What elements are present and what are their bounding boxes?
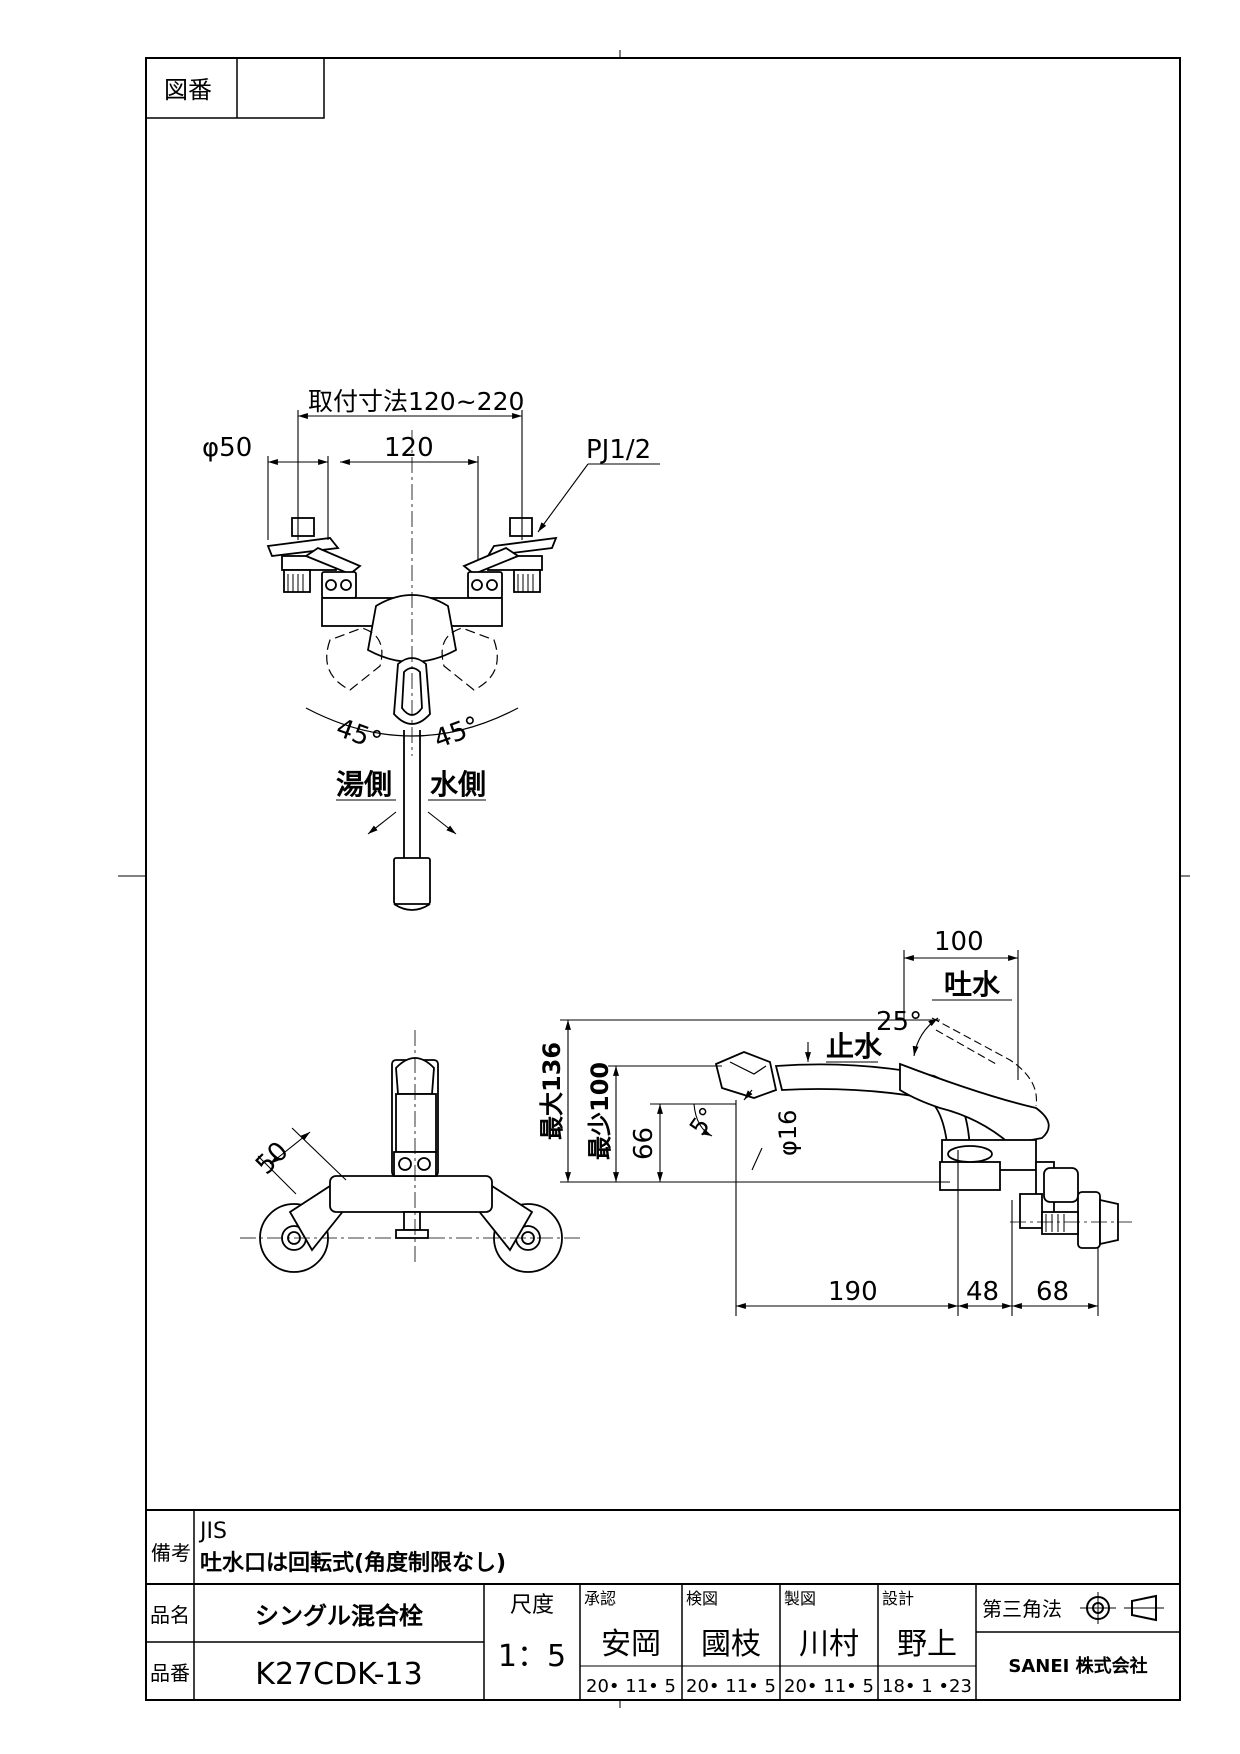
drawing-number-box: 図番 [145,57,325,119]
angle5-label: 5° [684,1102,723,1140]
draw-label: 製図 [784,1589,816,1608]
front-view [266,430,558,911]
spout-label: 吐水 [944,968,1001,1001]
d48-dimension: 48 [966,1277,999,1307]
bottom-d50-dimension: 50 [250,1136,295,1181]
check-name: 國枝 [701,1627,761,1662]
design-date: 18• 1 •23 [882,1676,972,1697]
draw-date: 20• 11• 5 [784,1676,874,1697]
front-view-dimensions [267,410,660,835]
design-label: 設計 [882,1589,914,1608]
product-name: シングル混合栓 [255,1602,423,1630]
third-angle-projection-icon [1080,1592,1164,1624]
left-angle-label: 45° [332,713,386,757]
angle25-label: 25° [876,1007,922,1037]
approve-label: 承認 [584,1589,616,1608]
projection-label: 第三角法 [982,1597,1062,1621]
d66-dimension: 66 [629,1127,659,1160]
approve-date: 20• 11• 5 [586,1676,676,1697]
title-block [146,1583,1180,1700]
scale-value: 1：5 [498,1639,566,1674]
notes-line-1: JIS [198,1519,227,1544]
frame [118,50,1190,1708]
max136-dimension: 最大136 [538,1042,566,1140]
check-label: 検図 [686,1589,718,1608]
d100-dimension: 100 [934,927,984,957]
side-view [714,1017,1132,1249]
phi16-label: φ16 [774,1110,802,1156]
product-no: K27CDK-13 [255,1657,422,1692]
stop-label: 止水 [826,1030,883,1063]
side-view-labels: 100 吐水 25° 止水 最大136 最少100 66 5° φ16 190 … [538,927,1069,1307]
drawing-number-label: 図番 [164,76,212,104]
company-name: SANEI 株式会社 [1008,1655,1147,1677]
phi50-dimension: φ50 [202,433,252,463]
product-name-label: 品名 [150,1603,190,1627]
approve-name: 安岡 [601,1627,661,1662]
front-view-labels: 取付寸法120~220 φ50 120 PJ1/2 45° 45° 湯側 水側 [202,387,651,801]
bottom-view [240,1030,582,1273]
side-view-dimensions [560,950,1099,1316]
draw-name: 川村 [799,1627,859,1662]
notes-line-2: 吐水口は回転式(角度制限なし) [200,1550,506,1576]
notes-label: 備考 [151,1541,191,1565]
cold-side-label: 水側 [430,768,486,801]
notes-block: 備考 JIS 吐水口は回転式(角度制限なし) [146,1509,1180,1584]
right-angle-label: 45° [430,711,484,755]
d190-dimension: 190 [828,1277,878,1307]
design-name: 野上 [897,1627,957,1662]
scale-label: 尺度 [510,1593,554,1618]
check-date: 20• 11• 5 [686,1676,776,1697]
hot-side-label: 湯側 [336,768,392,801]
min100-dimension: 最少100 [586,1062,614,1160]
d120-dimension: 120 [384,433,434,463]
d68-dimension: 68 [1036,1277,1069,1307]
title-block-text: 品名 シングル混合栓 品番 K27CDK-13 尺度 1：5 承認 安岡 20•… [150,1589,1148,1697]
product-no-label: 品番 [150,1661,190,1685]
mount-range-dimension: 取付寸法120~220 [308,387,524,416]
pj-thread-label: PJ1/2 [586,435,651,465]
